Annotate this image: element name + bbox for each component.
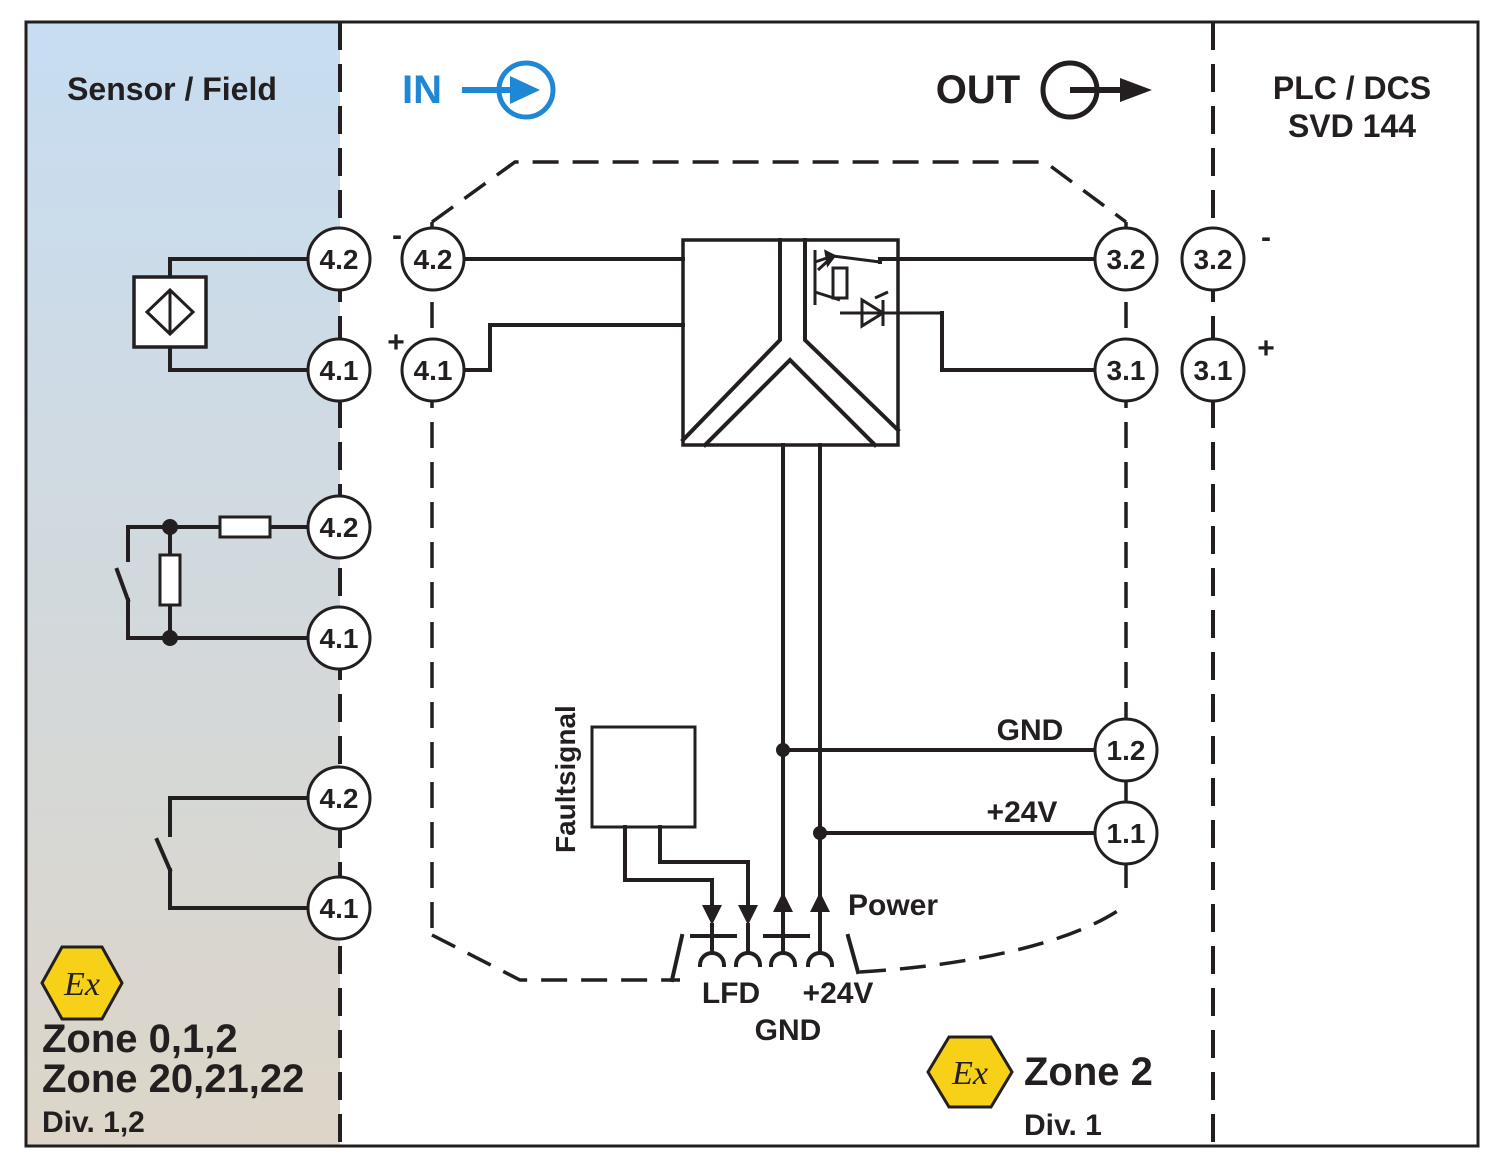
- power-bus: [781, 443, 1098, 920]
- device-outline-top: [430, 160, 1128, 224]
- junction: [162, 630, 178, 646]
- terminal-field-4-2-a: 4.2: [306, 226, 372, 292]
- proximity-sensor-icon: [132, 275, 208, 349]
- resistor-icon: [158, 553, 182, 607]
- device-outline-bottom-right: [859, 903, 1128, 974]
- resistor-icon: [218, 515, 272, 539]
- svg-text:4.2: 4.2: [414, 244, 453, 275]
- terminal-field-4-2-c: 4.2: [306, 765, 372, 831]
- terminals-device-input: 4.2 4.1: [400, 226, 466, 403]
- terminal-device-4-2: 4.2: [400, 226, 466, 292]
- plc-minus: -: [1261, 221, 1271, 254]
- junction: [162, 519, 178, 535]
- terminal-field-4-1-a: 4.1: [306, 337, 372, 403]
- right-zone: Zone 2: [1024, 1050, 1153, 1094]
- ex-icon: Ex: [926, 1035, 1014, 1109]
- lfd-label: LFD: [702, 977, 760, 1010]
- svg-text:3.1: 3.1: [1194, 355, 1233, 386]
- svg-text:Ex: Ex: [63, 966, 100, 1003]
- isolator-block: [681, 238, 900, 447]
- terminal-device-1-1: 1.1: [1093, 800, 1159, 866]
- svg-text:4.2: 4.2: [320, 244, 359, 275]
- left-div: Div. 1,2: [42, 1106, 145, 1139]
- terminal-field-4-2-b: 4.2: [306, 494, 372, 560]
- input-wires: [460, 257, 685, 372]
- in-label: IN: [402, 68, 442, 112]
- svg-text:1.2: 1.2: [1107, 735, 1146, 766]
- isolation-barrier-symbol: [680, 238, 901, 448]
- input-plus: +: [387, 326, 405, 359]
- left-zone-line1: Zone 0,1,2: [42, 1017, 238, 1061]
- terminal-device-3-2: 3.2: [1093, 226, 1159, 292]
- terminal-field-4-1-b: 4.1: [306, 605, 372, 671]
- terminals-plc: 3.2 3.1: [1180, 226, 1246, 403]
- gnd-label: GND: [997, 714, 1064, 747]
- svg-text:3.2: 3.2: [1107, 244, 1146, 275]
- switch-icon: [154, 796, 310, 910]
- svg-text:4.1: 4.1: [320, 893, 359, 924]
- plc-title-line2: SVD 144: [1288, 108, 1416, 144]
- sensor-wires: [168, 257, 310, 372]
- terminal-plc-3-2: 3.2: [1180, 226, 1246, 292]
- terminal-field-4-1-c: 4.1: [306, 875, 372, 941]
- svg-text:1.1: 1.1: [1107, 818, 1146, 849]
- field-title: Sensor / Field: [67, 71, 277, 107]
- svg-text:4.1: 4.1: [414, 355, 453, 386]
- faultsignal-wires: [623, 825, 750, 914]
- power-label: Power: [848, 889, 938, 922]
- device-outline-bottom-left: [431, 933, 680, 982]
- right-div: Div. 1: [1024, 1109, 1102, 1142]
- out-label: OUT: [936, 68, 1020, 112]
- transistor-icon: [813, 249, 881, 305]
- out-arrow-icon: [1040, 60, 1152, 120]
- svg-text:4.2: 4.2: [320, 512, 359, 543]
- svg-text:4.1: 4.1: [320, 623, 359, 654]
- svg-text:4.2: 4.2: [320, 783, 359, 814]
- bus-arrows: [702, 892, 830, 925]
- svg-text:Ex: Ex: [951, 1055, 988, 1092]
- plus24v-label: +24V: [987, 796, 1058, 829]
- faultsignal-box: [590, 725, 697, 829]
- bus-connector: [669, 916, 861, 983]
- diode-icon: [840, 290, 942, 329]
- junction-24v: [813, 826, 827, 840]
- in-arrow-icon: [462, 60, 556, 120]
- terminal-plc-3-1: 3.1: [1180, 337, 1246, 403]
- terminals-device-output: 3.2 3.1 1.2 1.1: [1093, 226, 1159, 866]
- plc-plus: +: [1257, 332, 1275, 365]
- bus-gnd-label: GND: [755, 1014, 822, 1047]
- left-zone-line2: Zone 20,21,22: [42, 1057, 304, 1101]
- faultsignal-label: Faultsignal: [550, 705, 581, 853]
- outer-frame: [24, 20, 1480, 1148]
- plc-title-line1: PLC / DCS: [1273, 70, 1431, 106]
- terminals-field: 4.2 4.1 4.2 4.1 4.2 4.1: [306, 226, 372, 941]
- bus-24v-label: +24V: [803, 977, 874, 1010]
- input-minus: -: [392, 219, 402, 252]
- svg-text:3.1: 3.1: [1107, 355, 1146, 386]
- ex-icon: Ex: [40, 945, 124, 1021]
- terminal-device-1-2: 1.2: [1093, 717, 1159, 783]
- output-wires: [878, 257, 1098, 372]
- terminal-device-4-1: 4.1: [400, 337, 466, 403]
- junction-gnd: [776, 743, 790, 757]
- svg-text:3.2: 3.2: [1194, 244, 1233, 275]
- svg-text:4.1: 4.1: [320, 355, 359, 386]
- terminal-device-3-1: 3.1: [1093, 337, 1159, 403]
